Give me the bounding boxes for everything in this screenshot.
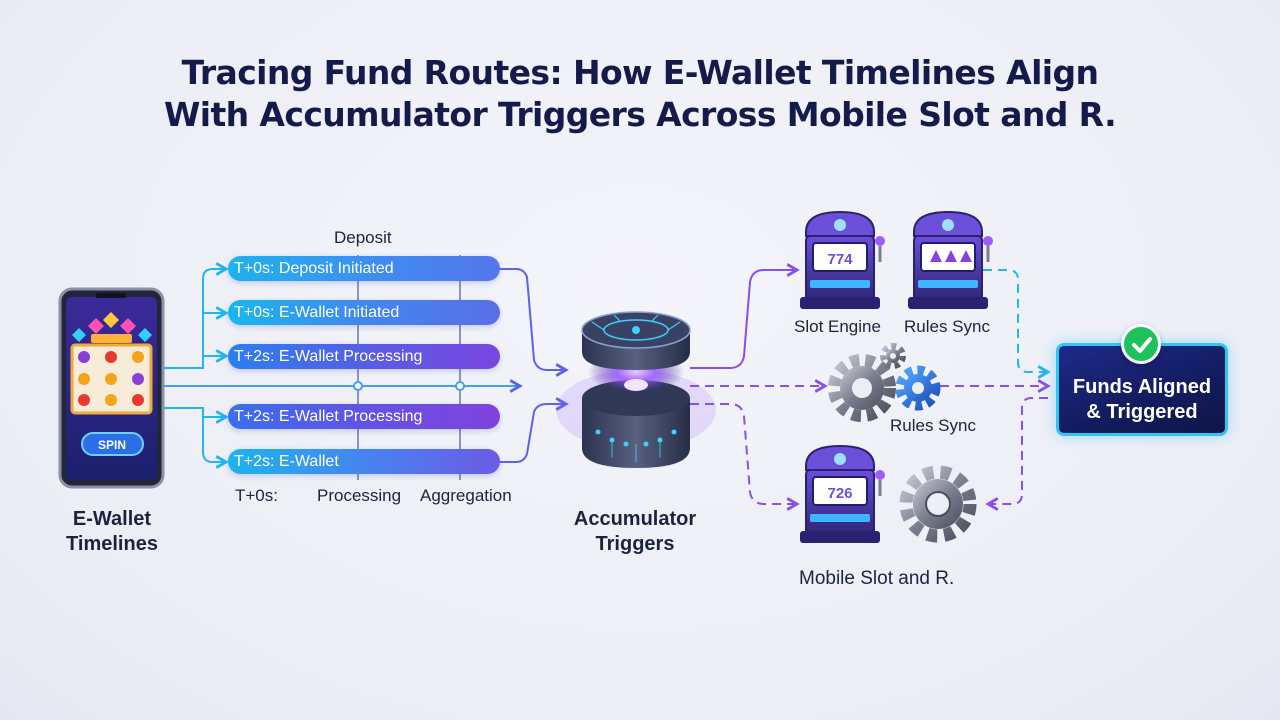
timeline-axis-label: T+0s: (235, 486, 278, 505)
accumulator-output-connectors (690, 270, 1048, 504)
timeline-node (353, 381, 363, 391)
timeline-bar: T+2s: E-Wallet Processing (228, 404, 500, 429)
timeline-bar: T+0s: E-Wallet Initiated (228, 300, 500, 325)
bar-to-accumulator-connectors (500, 268, 566, 463)
gear-cluster-icon (828, 343, 941, 422)
spin-button-label: SPIN (98, 438, 126, 452)
mobile-slot-label: Mobile Slot and R. (799, 568, 955, 589)
checkmark-icon (1121, 324, 1161, 364)
slot-machine-icon (800, 210, 885, 309)
rules-sync-mid-label: Rules Sync (890, 416, 976, 435)
label-line: E-Wallet (72, 508, 152, 530)
slot-reels-b: 726 (827, 485, 852, 502)
timeline-bar: T+0s: Deposit Initiated (228, 256, 500, 281)
rules-sync-top-label: Rules Sync (904, 317, 990, 336)
result-line: & Triggered (1086, 401, 1198, 423)
timeline-node (455, 381, 465, 391)
slot-machine-icon (908, 210, 993, 309)
smartphone-icon (58, 287, 165, 489)
slot-engine-label: Slot Engine (794, 317, 881, 336)
ewallet-timelines-label: E-Wallet Timelines (48, 507, 176, 557)
title-line-2: With Accumulator Triggers Across Mobile … (163, 95, 1117, 134)
result-line: Funds Aligned (1072, 376, 1212, 398)
timeline-bar: T+2s: E-Wallet Processing (228, 344, 500, 369)
result-text: Funds Aligned & Triggered (1059, 375, 1225, 425)
accumulator-triggers-label: Accumulator Triggers (560, 507, 710, 557)
timeline-axis-label: Processing (317, 486, 402, 505)
label-line: Accumulator (573, 508, 697, 530)
page-title: Tracing Fund Routes: How E-Wallet Timeli… (0, 52, 1280, 136)
title-line-1: Tracing Fund Routes: How E-Wallet Timeli… (181, 53, 1099, 92)
timeline-bar: T+2s: E-Wallet (228, 449, 500, 474)
timeline-top-label: Deposit (334, 228, 392, 247)
label-line: Timelines (66, 533, 158, 555)
label-line: Triggers (595, 533, 675, 555)
slot-machine-icon (800, 444, 885, 543)
gear-icon (899, 465, 977, 543)
timeline-axis-label: Aggregation (420, 486, 512, 505)
accumulator-cylinder-icon (556, 311, 716, 468)
slot-reels-a: 774 (827, 251, 853, 268)
